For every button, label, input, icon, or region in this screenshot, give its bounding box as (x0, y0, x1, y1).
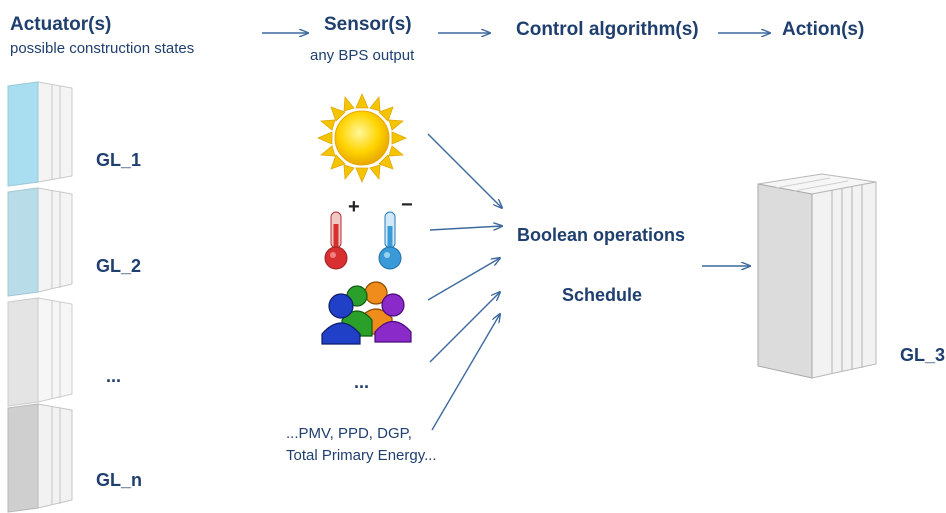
actuator-label-gl2: GL_2 (96, 256, 142, 276)
sensors-title: Sensor(s) (324, 14, 412, 35)
schedule-label: Schedule (562, 285, 643, 305)
glazing-panel-gl1 (7, 81, 73, 187)
actuators-title: Actuator(s) (10, 14, 112, 35)
actions-title: Action(s) (782, 19, 865, 40)
plus-sign: + (348, 196, 360, 218)
arrow-people-to-boolean (427, 258, 500, 301)
actuator-label-gl1: GL_1 (96, 150, 142, 170)
action-label-gl3: GL_3 (900, 345, 946, 365)
glazing-unit-gl3 (757, 173, 877, 379)
sensor-outputs-line1: ...PMV, PPD, DGP, (286, 425, 412, 442)
people-icon (321, 281, 412, 345)
sensors-subtitle: any BPS output (310, 47, 415, 64)
sensor-ellipsis: ... (354, 372, 370, 392)
control-title: Control algorithm(s) (516, 19, 699, 40)
actuator-label-ellipsis: ... (106, 366, 122, 386)
actuators-subtitle: possible construction states (10, 40, 195, 57)
thermometer-cold-icon (378, 211, 402, 270)
sensor-outputs-line2: Total Primary Energy... (286, 447, 437, 464)
glazing-panel-gln (7, 403, 73, 513)
glazing-panel-ellipsis (7, 297, 73, 407)
arrow-temp-to-boolean (429, 226, 502, 231)
arrow-outputs-to-boolean (431, 314, 500, 431)
actuator-label-gln: GL_n (96, 470, 143, 490)
sun-icon (316, 92, 408, 184)
glazing-panel-gl2 (7, 187, 73, 297)
arrow-ellipsis-to-boolean (429, 292, 500, 363)
minus-sign: − (401, 194, 413, 216)
arrow-sun-to-boolean (427, 133, 502, 208)
thermometer-hot-icon (324, 211, 348, 270)
boolean-operations-label: Boolean operations (517, 225, 686, 245)
